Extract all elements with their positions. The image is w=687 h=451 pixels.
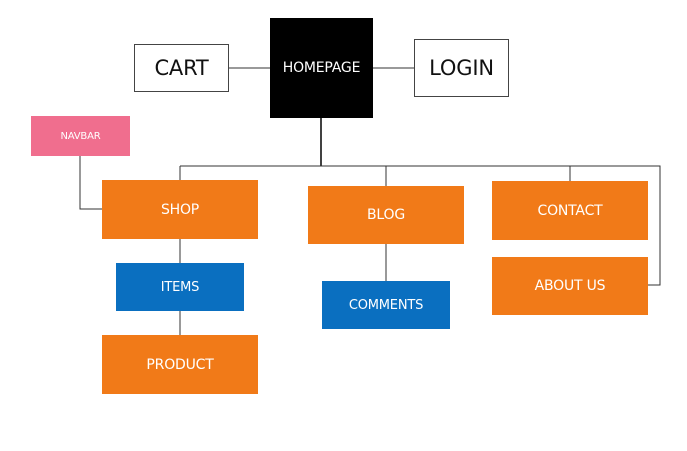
contact-node: CONTACT [492, 181, 648, 240]
comments-node: COMMENTS [322, 281, 450, 329]
cart-node: CART [134, 44, 229, 92]
contact-label: CONTACT [537, 202, 603, 219]
blog-label: BLOG [367, 207, 405, 223]
items-label: ITEMS [160, 279, 200, 295]
login-node: LOGIN [414, 39, 509, 97]
navbar-label: NAVBAR [60, 130, 101, 142]
product-node: PRODUCT [102, 335, 258, 394]
connector-main-branch [180, 165, 661, 286]
navbar-node: NAVBAR [31, 116, 130, 156]
product-label: PRODUCT [146, 356, 214, 373]
connector-navbar-shop [79, 156, 103, 210]
items-node: ITEMS [116, 263, 244, 311]
about-us-node: ABOUT US [492, 257, 648, 315]
cart-label: CART [154, 56, 209, 80]
blog-node: BLOG [308, 186, 464, 244]
shop-node: SHOP [102, 180, 258, 239]
about-us-label: ABOUT US [534, 278, 606, 294]
login-label: LOGIN [429, 56, 494, 80]
comments-label: COMMENTS [348, 297, 424, 313]
shop-label: SHOP [160, 201, 200, 218]
homepage-node: HOMEPAGE [270, 18, 373, 118]
homepage-label: HOMEPAGE [282, 60, 361, 76]
